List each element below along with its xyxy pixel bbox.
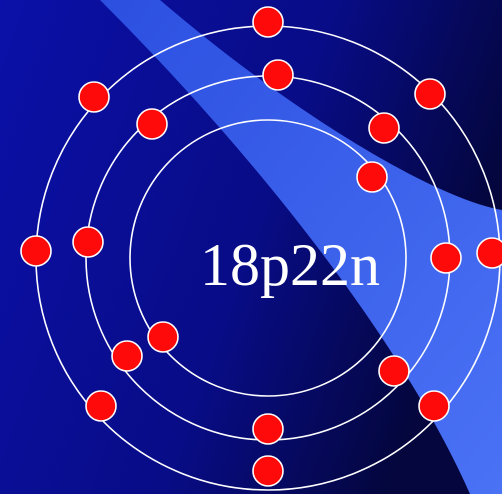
- electron: [147, 321, 179, 353]
- electron: [414, 78, 446, 110]
- electron: [476, 237, 502, 269]
- electron: [252, 413, 284, 445]
- electron: [430, 242, 462, 274]
- background-swoosh: [100, 0, 502, 494]
- electron: [378, 355, 410, 387]
- electron: [20, 235, 52, 267]
- electron: [252, 455, 284, 487]
- electrons: [20, 6, 502, 487]
- electron: [262, 59, 294, 91]
- electron: [72, 226, 104, 258]
- electron: [418, 390, 450, 422]
- electron: [252, 6, 284, 38]
- electron: [356, 161, 388, 193]
- electron: [85, 390, 117, 422]
- electron: [136, 108, 168, 140]
- orbit-shell-1: [129, 119, 407, 397]
- nucleus-label: 18p22n: [200, 232, 380, 298]
- electron: [78, 81, 110, 113]
- electron: [368, 112, 400, 144]
- electron: [111, 340, 143, 372]
